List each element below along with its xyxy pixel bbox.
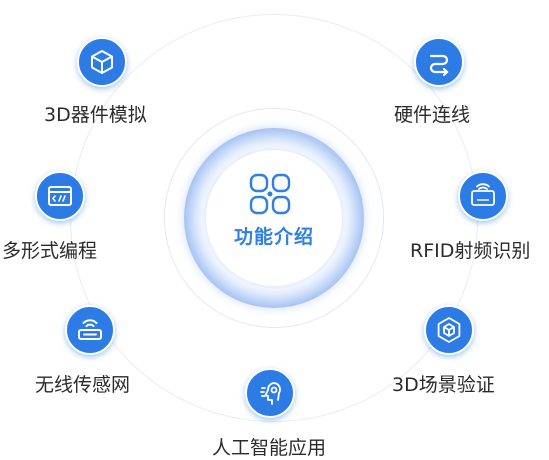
feature-label: 多形式编程 [2, 240, 98, 262]
center-hub [206, 150, 342, 286]
feature-label: 无线传感网 [35, 374, 131, 396]
rfid-card-icon [458, 171, 508, 221]
wireless-router-icon [65, 305, 115, 355]
feature-label: 人工智能应用 [212, 437, 327, 459]
middle-ring [164, 108, 384, 328]
hexagon-cube-icon [424, 305, 474, 355]
feature-label: 3D场景验证 [392, 374, 495, 396]
feature-label: 硬件连线 [394, 104, 471, 126]
ai-head-icon [245, 368, 295, 418]
four-petal-icon [249, 173, 291, 215]
feature-label: RFID射频识别 [410, 240, 531, 262]
feature-label: 3D器件模拟 [44, 104, 147, 126]
code-window-icon [35, 171, 85, 221]
wire-route-icon [414, 37, 464, 87]
cube-icon [77, 37, 127, 87]
center-label: 功能介绍 [233, 226, 314, 248]
